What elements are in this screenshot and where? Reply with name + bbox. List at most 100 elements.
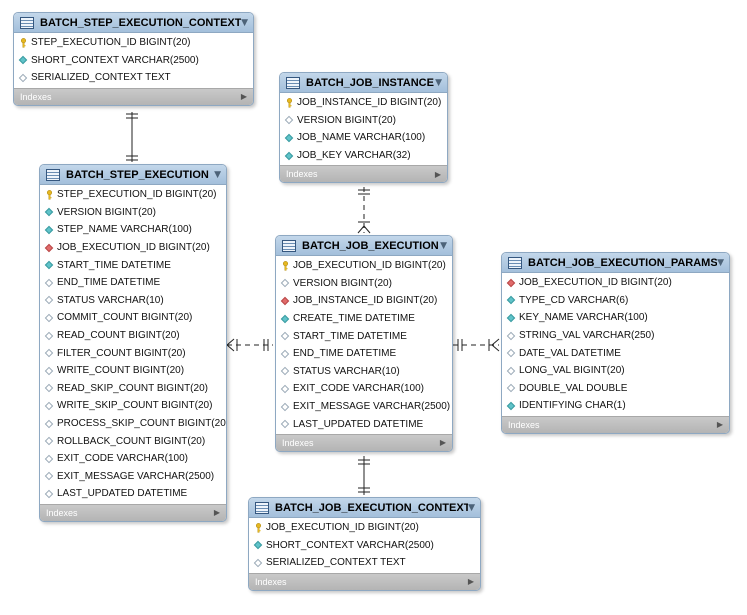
expand-arrow-icon[interactable]: ▶ (213, 508, 220, 518)
table-column[interactable]: VERSION BIGINT(20) (280, 112, 447, 130)
table-column[interactable]: PROCESS_SKIP_COUNT BIGINT(20) (40, 415, 226, 433)
dropdown-arrow-icon[interactable]: ▼ (440, 240, 447, 251)
table-column[interactable]: START_TIME DATETIME (40, 256, 226, 274)
column-definition: STEP_NAME VARCHAR(100) (57, 224, 192, 236)
indexes-section[interactable]: Indexes▶ (502, 415, 729, 433)
column-definition: END_TIME DATETIME (57, 277, 161, 289)
nullable-column-icon (44, 489, 54, 499)
table-batch-step-execution-context[interactable]: BATCH_STEP_EXECUTION_CONTEXT▼ STEP_EXECUT… (13, 12, 254, 106)
column-definition: EXIT_CODE VARCHAR(100) (57, 453, 188, 465)
expand-arrow-icon[interactable]: ▶ (439, 438, 446, 448)
table-header[interactable]: BATCH_JOB_EXECUTION▼ (276, 236, 452, 256)
table-header[interactable]: BATCH_STEP_EXECUTION_CONTEXT▼ (14, 13, 253, 33)
crow-foot-mark (491, 338, 500, 346)
table-column[interactable]: VERSION BIGINT(20) (276, 275, 452, 293)
table-column[interactable]: JOB_INSTANCE_ID BIGINT(20) (276, 292, 452, 310)
table-batch-job-execution[interactable]: BATCH_JOB_EXECUTION▼ JOB_EXECUTION_ID BIG… (275, 235, 453, 452)
table-column[interactable]: END_TIME DATETIME (40, 274, 226, 292)
table-column[interactable]: SHORT_CONTEXT VARCHAR(2500) (14, 52, 253, 70)
table-column[interactable]: JOB_INSTANCE_ID BIGINT(20) (280, 94, 447, 112)
table-column[interactable]: STATUS VARCHAR(10) (276, 363, 452, 381)
column-definition: JOB_EXECUTION_ID BIGINT(20) (293, 260, 446, 272)
table-column[interactable]: END_TIME DATETIME (276, 345, 452, 363)
not-null-column-icon (44, 260, 54, 270)
dropdown-arrow-icon[interactable]: ▼ (468, 502, 475, 513)
table-column[interactable]: FILTER_COUNT BIGINT(20) (40, 344, 226, 362)
table-column[interactable]: IDENTIFYING CHAR(1) (502, 397, 729, 415)
column-definition: END_TIME DATETIME (293, 348, 397, 360)
table-header[interactable]: BATCH_JOB_INSTANCE▼ (280, 73, 447, 93)
table-column[interactable]: LAST_UPDATED DATETIME (276, 415, 452, 433)
not-null-column-icon (284, 151, 294, 160)
table-column[interactable]: EXIT_MESSAGE VARCHAR(2500) (276, 398, 452, 416)
table-column[interactable]: DOUBLE_VAL DOUBLE (502, 380, 729, 398)
indexes-section[interactable]: Indexes▶ (40, 503, 226, 521)
indexes-section[interactable]: Indexes▶ (14, 87, 253, 105)
table-column[interactable]: START_TIME DATETIME (276, 327, 452, 345)
foreign-key-icon (280, 296, 290, 306)
nullable-column-icon (253, 558, 263, 568)
dropdown-arrow-icon[interactable]: ▼ (435, 77, 442, 88)
dropdown-arrow-icon[interactable]: ▼ (717, 257, 724, 268)
table-column[interactable]: STEP_NAME VARCHAR(100) (40, 221, 226, 239)
indexes-section[interactable]: Indexes▶ (280, 165, 447, 183)
table-column[interactable]: EXIT_CODE VARCHAR(100) (276, 380, 452, 398)
table-column[interactable]: WRITE_COUNT BIGINT(20) (40, 362, 226, 380)
table-batch-job-instance[interactable]: BATCH_JOB_INSTANCE▼JOB_INSTANCE_ID BIGIN… (279, 72, 448, 184)
crow-foot-mark (491, 344, 500, 352)
table-batch-job-execution-params[interactable]: BATCH_JOB_EXECUTION_PARAMS▼JOB_EXECUTION… (501, 252, 730, 434)
table-column[interactable]: EXIT_MESSAGE VARCHAR(2500) (40, 468, 226, 486)
table-column[interactable]: DATE_VAL DATETIME (502, 344, 729, 362)
table-header[interactable]: BATCH_JOB_EXECUTION_PARAMS▼ (502, 253, 729, 273)
table-batch-job-execution-context[interactable]: BATCH_JOB_EXECUTION_CONTEXT▼JOB_EXECUTIO… (248, 497, 481, 591)
table-column[interactable]: JOB_EXECUTION_ID BIGINT(20) (502, 274, 729, 292)
table-column[interactable]: CREATE_TIME DATETIME (276, 310, 452, 328)
table-column[interactable]: JOB_KEY VARCHAR(32) (280, 147, 447, 165)
table-column[interactable]: SERIALIZED_CONTEXT TEXT (14, 69, 253, 87)
expand-arrow-icon[interactable]: ▶ (716, 420, 723, 430)
table-icon (20, 16, 34, 29)
column-definition: WRITE_SKIP_COUNT BIGINT(20) (57, 400, 213, 412)
table-header[interactable]: BATCH_STEP_EXECUTION▼ (40, 165, 226, 185)
column-definition: COMMIT_COUNT BIGINT(20) (57, 312, 193, 324)
column-definition: STEP_EXECUTION_ID BIGINT(20) (31, 37, 191, 49)
dropdown-arrow-icon[interactable]: ▼ (214, 169, 221, 180)
table-column[interactable]: JOB_NAME VARCHAR(100) (280, 129, 447, 147)
table-column[interactable]: READ_COUNT BIGINT(20) (40, 327, 226, 345)
table-column[interactable]: LAST_UPDATED DATETIME (40, 485, 226, 503)
dropdown-arrow-icon[interactable]: ▼ (241, 17, 248, 28)
table-column[interactable]: STATUS VARCHAR(10) (40, 292, 226, 310)
table-column[interactable]: READ_SKIP_COUNT BIGINT(20) (40, 380, 226, 398)
column-definition: WRITE_COUNT BIGINT(20) (57, 365, 185, 377)
table-icon (286, 76, 300, 89)
table-column[interactable]: JOB_EXECUTION_ID BIGINT(20) (276, 257, 452, 275)
expand-arrow-icon[interactable]: ▶ (434, 169, 441, 179)
indexes-section[interactable]: Indexes▶ (276, 433, 452, 451)
column-definition: JOB_NAME VARCHAR(100) (297, 132, 426, 144)
nullable-column-icon (280, 384, 290, 394)
table-column[interactable]: JOB_EXECUTION_ID BIGINT(20) (40, 239, 226, 257)
table-column[interactable]: WRITE_SKIP_COUNT BIGINT(20) (40, 397, 226, 415)
column-definition: SERIALIZED_CONTEXT TEXT (266, 557, 406, 569)
table-column[interactable]: ROLLBACK_COUNT BIGINT(20) (40, 432, 226, 450)
table-column[interactable]: JOB_EXECUTION_ID BIGINT(20) (249, 519, 480, 537)
table-column[interactable]: STRING_VAL VARCHAR(250) (502, 327, 729, 345)
table-column[interactable]: STEP_EXECUTION_ID BIGINT(20) (14, 34, 253, 52)
table-header[interactable]: BATCH_JOB_EXECUTION_CONTEXT▼ (249, 498, 480, 518)
table-column[interactable]: LONG_VAL BIGINT(20) (502, 362, 729, 380)
nullable-column-icon (44, 366, 54, 375)
column-definition: CREATE_TIME DATETIME (293, 313, 415, 325)
table-column[interactable]: SHORT_CONTEXT VARCHAR(2500) (249, 537, 480, 555)
table-column[interactable]: STEP_EXECUTION_ID BIGINT(20) (40, 186, 226, 204)
table-column[interactable]: VERSION BIGINT(20) (40, 204, 226, 222)
table-column[interactable]: TYPE_CD VARCHAR(6) (502, 292, 729, 310)
crow-foot-mark (363, 225, 371, 234)
table-column[interactable]: COMMIT_COUNT BIGINT(20) (40, 309, 226, 327)
expand-arrow-icon[interactable]: ▶ (467, 577, 474, 587)
indexes-section[interactable]: Indexes▶ (249, 572, 480, 590)
expand-arrow-icon[interactable]: ▶ (240, 92, 247, 102)
table-column[interactable]: KEY_NAME VARCHAR(100) (502, 309, 729, 327)
table-column[interactable]: EXIT_CODE VARCHAR(100) (40, 450, 226, 468)
table-batch-step-execution[interactable]: BATCH_STEP_EXECUTION▼STEP_EXECUTION_ID B… (39, 164, 227, 522)
table-column[interactable]: SERIALIZED_CONTEXT TEXT (249, 554, 480, 572)
